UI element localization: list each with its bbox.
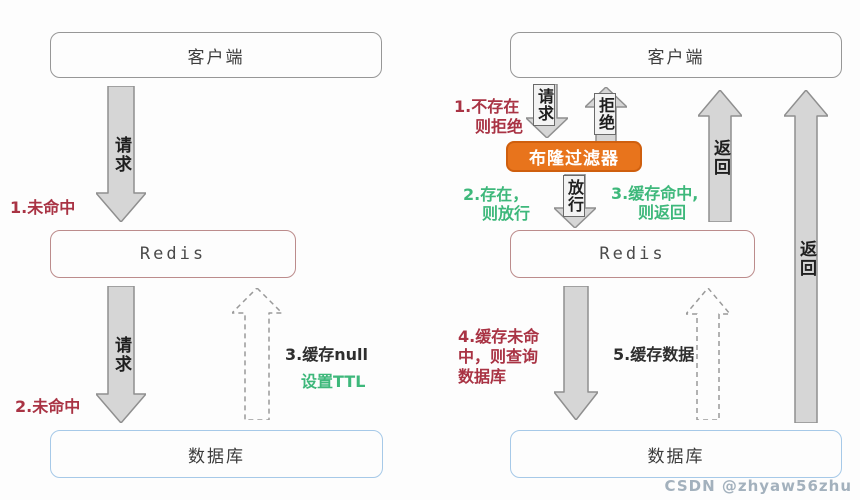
right-note4-line2: 中，则查询 [458, 347, 539, 366]
left-request-label-2: 请求 [111, 336, 131, 374]
right-query-arrow [554, 286, 598, 420]
right-redis-label: Redis [599, 244, 666, 264]
right-note4-line3: 数据库 [458, 367, 507, 386]
right-note2-line1: 2.存在， [463, 185, 529, 204]
right-note3-line1: 3.缓存命中, [611, 184, 699, 203]
right-note5: 5.缓存数据 [613, 345, 695, 364]
left-request-arrow-1 [96, 86, 146, 222]
left-miss1-note: 1.未命中 [10, 198, 76, 217]
right-cache-data-dashed-arrow [686, 288, 730, 420]
right-note1-line1: 1.不存在 [454, 97, 520, 116]
right-redis-box: Redis [510, 230, 755, 278]
right-request-tag: 请求 [533, 84, 555, 126]
left-client-label: 客户端 [187, 47, 245, 68]
left-set-ttl-note: 设置TTL [301, 372, 366, 391]
right-client-label: 客户端 [647, 47, 705, 68]
right-database-label: 数据库 [647, 446, 705, 467]
left-miss2-note: 2.未命中 [15, 397, 81, 416]
right-return-db-arrow [784, 90, 828, 423]
right-client-box: 客户端 [510, 32, 842, 78]
right-note3-line2: 则返回 [638, 203, 687, 222]
left-client-box: 客户端 [50, 32, 382, 78]
right-note2-line2: 则放行 [482, 204, 531, 223]
left-database-box: 数据库 [50, 430, 383, 478]
left-cache-null-dashed-arrow [232, 288, 282, 420]
left-request-arrow-2 [96, 286, 146, 423]
left-cache-null-note: 3.缓存null [285, 345, 368, 364]
right-return-redis-arrow [698, 90, 742, 222]
right-return-redis-label: 返回 [710, 139, 730, 177]
csdn-watermark: CSDN @zhyaw56zhu [664, 477, 852, 495]
bloom-filter-label: 布隆过滤器 [529, 149, 619, 169]
right-reject-tag: 拒绝 [594, 93, 616, 135]
right-database-box: 数据库 [510, 430, 842, 478]
left-redis-label: Redis [139, 244, 207, 264]
bloom-filter-box: 布隆过滤器 [506, 141, 642, 172]
right-return-db-label: 返回 [796, 240, 816, 278]
right-note1-line2: 则拒绝 [475, 117, 524, 136]
right-pass-tag: 放行 [563, 175, 585, 217]
right-note4-line1: 4.缓存未命 [458, 327, 540, 346]
left-request-label-1: 请求 [111, 136, 131, 174]
left-database-label: 数据库 [188, 446, 245, 467]
left-redis-box: Redis [50, 230, 296, 278]
